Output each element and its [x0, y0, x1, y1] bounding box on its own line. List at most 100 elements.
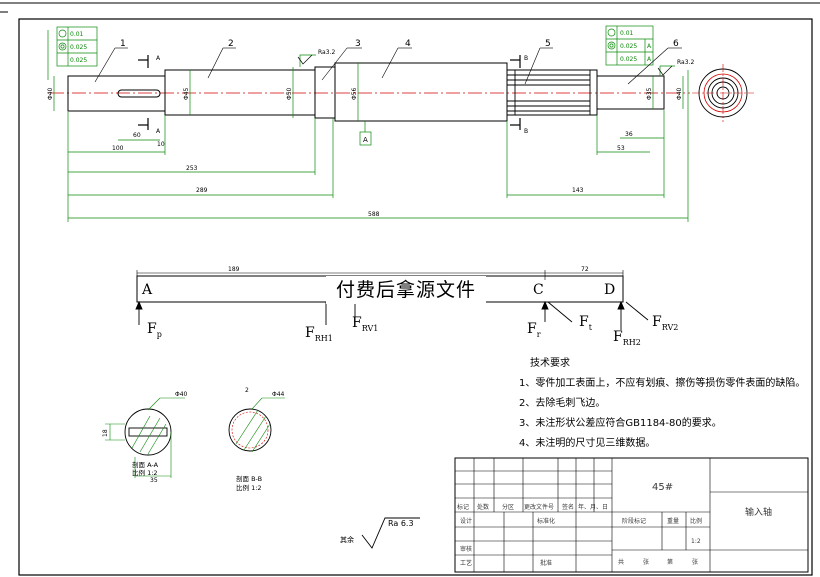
section-mark-a-top: A [156, 55, 161, 62]
tb-sheet-total: 共 [618, 558, 624, 566]
section-aa-scale: 比例 1:2 [132, 468, 158, 477]
tech-req-item-3: 3、未注形状公差应符合GB1184-80的要求。 [519, 416, 722, 429]
dia-50: Φ50 [286, 87, 293, 100]
dia-35: Φ35 [646, 87, 653, 100]
dim-289: 289 [196, 187, 208, 194]
part-number-6: 6 [673, 39, 679, 49]
force-fp: Fp [147, 321, 162, 339]
tb-h-date: 年、月、日 [578, 503, 608, 511]
dimension-lines [47, 30, 689, 222]
dim-53: 53 [617, 145, 625, 152]
tolerance-frame-right [605, 25, 654, 66]
section-bb-lead: 2 [245, 387, 249, 394]
roughness-left: Ra3.2 [318, 49, 335, 56]
tb-h-doc: 更改文件号 [524, 503, 554, 511]
tech-req-item-2: 2、去除毛刺飞边。 [519, 396, 605, 409]
tb-approve: 批准 [540, 559, 552, 567]
tb-design: 设计 [460, 517, 472, 525]
tb-part-name: 输入轴 [745, 506, 772, 518]
tech-req-title: 技术要求 [530, 356, 570, 369]
dim-143: 143 [572, 187, 584, 194]
tb-weight: 重量 [667, 517, 679, 525]
point-c: C [533, 282, 544, 298]
section-bb-scale: 比例 1:2 [236, 483, 262, 492]
dia-40-right: Φ40 [676, 87, 683, 100]
point-d: D [604, 282, 615, 298]
tb-scale-value: 1:2 [691, 538, 701, 545]
part-number-2: 2 [228, 39, 234, 49]
tb-standardize: 标准化 [537, 517, 555, 525]
part-number-5: 5 [545, 39, 551, 49]
section-mark-b-top: B [524, 55, 528, 62]
tolerance-right-1: 0.01 [620, 30, 634, 37]
section-aa-title: 剖面 A-A [132, 460, 159, 469]
tech-req-item-4: 4、未注明的尺寸见三维数据。 [519, 436, 655, 449]
tolerance-right-datum-2: A [647, 56, 652, 63]
tb-h-zone: 分区 [502, 503, 514, 511]
tb-stage: 阶段标记 [622, 517, 646, 525]
tb-process: 工艺 [460, 559, 472, 567]
tolerance-right-datum-1: A [647, 43, 652, 50]
dim-588: 588 [368, 211, 380, 218]
tb-review: 审核 [460, 545, 472, 553]
title-block-grid [454, 457, 809, 573]
tb-sheet-unit2: 张 [692, 558, 698, 566]
tb-h-count: 处数 [477, 503, 489, 511]
section-mark-a-bottom: A [156, 128, 161, 135]
tolerance-right-2: 0.025 [620, 43, 637, 50]
dia-40-left: Φ40 [47, 87, 54, 100]
datum-label: A [363, 136, 368, 144]
section-aa-depth: 35 [150, 477, 158, 484]
tb-material: 45# [652, 482, 673, 493]
section-aa-dia: Φ40 [175, 391, 188, 398]
section-bb-drawing [228, 397, 285, 453]
tolerance-left-1: 0.01 [70, 31, 84, 38]
point-a: A [141, 282, 153, 298]
force-ft: Ft [579, 314, 593, 332]
tb-sheet-no: 第 [667, 558, 673, 566]
tolerance-left-3: 0.025 [70, 57, 87, 64]
dim-100: 100 [112, 145, 124, 152]
section-mark-b-bottom: B [524, 128, 528, 135]
dim-60: 60 [133, 132, 141, 139]
shaft-outline [67, 62, 665, 122]
roughness-right: Ra3.2 [677, 59, 694, 66]
tb-sheet-unit1: 张 [643, 558, 649, 566]
roughness-rest-value: Ra 6.3 [388, 519, 414, 528]
dim-10: 10 [157, 141, 165, 148]
section-aa-drawing [105, 397, 185, 478]
leader-lines [94, 47, 682, 85]
tech-req-item-1: 1、零件加工表面上，不应有划痕、擦伤等损伤零件表面的缺陷。 [519, 376, 805, 389]
force-fr: Fr [527, 321, 541, 339]
tolerance-frame-left [56, 26, 98, 67]
roughness-symbols-shaft [297, 54, 673, 76]
force-dim-72: 72 [581, 266, 589, 273]
tb-h-sign: 签名 [562, 503, 574, 511]
part-number-4: 4 [405, 39, 411, 49]
tolerance-left-2: 0.025 [70, 44, 87, 51]
watermark-banner: 付费后拿源文件 [326, 276, 486, 304]
dim-36: 36 [625, 131, 633, 138]
dia-45: Φ45 [183, 87, 190, 100]
part-number-1: 1 [120, 39, 126, 49]
tb-h-mark: 标记 [457, 503, 469, 511]
force-frh1: FRH1 [305, 325, 333, 343]
section-bb-dia: Φ44 [272, 391, 285, 398]
section-aa-width: 18 [102, 429, 109, 437]
roughness-symbol-rest [361, 517, 420, 549]
tb-scale: 比例 [690, 517, 702, 525]
section-cut-marks [138, 55, 521, 130]
force-frv1: FRV1 [352, 315, 378, 333]
force-arrows [135, 300, 649, 330]
section-bb-title: 剖面 B-B [236, 474, 262, 483]
spline-teeth [507, 70, 591, 115]
force-dim-189: 189 [228, 266, 240, 273]
tolerance-right-3: 0.025 [620, 56, 637, 63]
shaft-end-view [692, 64, 754, 122]
dia-56: Φ56 [351, 87, 358, 100]
roughness-rest-label: 其余 [340, 535, 354, 544]
force-frh2: FRH2 [613, 329, 641, 347]
part-number-3: 3 [355, 39, 361, 49]
